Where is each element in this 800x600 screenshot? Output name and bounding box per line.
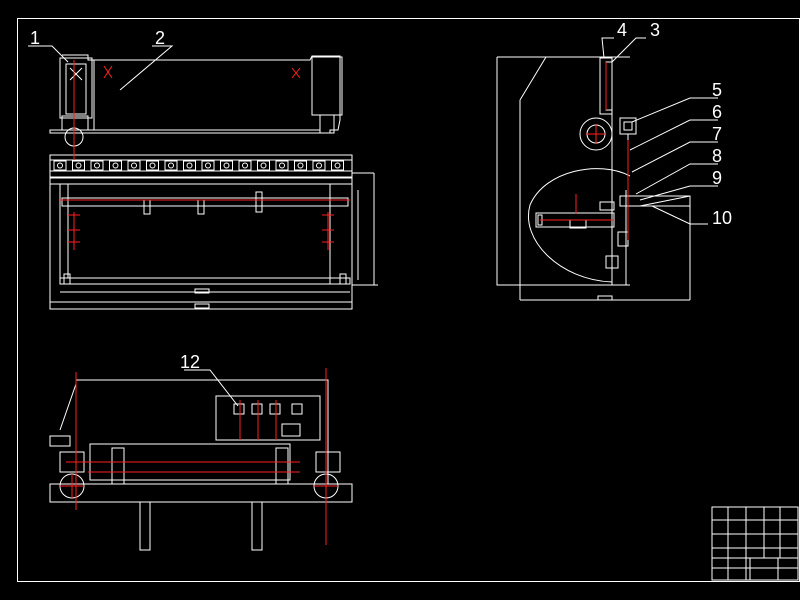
clamp-block <box>72 160 85 171</box>
clamp-bolt <box>75 162 82 169</box>
clamp-block <box>275 160 289 171</box>
clamp-block <box>294 160 307 171</box>
clamp-bolt <box>242 162 248 169</box>
callout-5: 5 <box>712 80 722 100</box>
plan-view <box>49 379 353 551</box>
clamp-bolt <box>94 162 100 169</box>
clamp-block <box>53 160 67 171</box>
clamp-bolt <box>260 162 267 169</box>
plan-view-centerlines <box>60 368 338 545</box>
front-view-centerlines <box>60 60 350 250</box>
front-view <box>49 54 378 310</box>
side-view-centerlines <box>540 62 629 240</box>
clamp-block <box>164 160 178 171</box>
callout-1: 1 <box>30 28 40 48</box>
clamp-bolt <box>149 162 156 169</box>
callout-4: 4 <box>617 20 627 40</box>
clamp-block <box>312 160 326 171</box>
clamp-row <box>53 160 344 171</box>
clamp-bolt <box>205 162 211 169</box>
callout-7: 7 <box>712 124 722 144</box>
clamp-block <box>146 160 159 171</box>
clamp-bolt <box>168 162 174 169</box>
callout-10: 10 <box>712 208 732 228</box>
clamp-bolt <box>112 162 119 169</box>
callout-9: 9 <box>712 168 722 188</box>
clamp-block <box>127 160 141 171</box>
clamp-bolt <box>186 162 193 169</box>
callout-3: 3 <box>650 20 660 40</box>
leader-lines <box>28 37 718 407</box>
clamp-block <box>257 160 270 171</box>
callout-8: 8 <box>712 146 722 166</box>
callout-12: 12 <box>180 352 200 372</box>
clamp-bolt <box>316 162 322 169</box>
callouts: 1 2 3 4 5 6 7 8 9 10 12 <box>30 20 732 372</box>
clamp-bolt <box>57 162 63 169</box>
callout-6: 6 <box>712 102 722 122</box>
clamp-block <box>238 160 252 171</box>
clamp-block <box>90 160 104 171</box>
clamp-bolt <box>279 162 285 169</box>
title-block <box>711 506 799 581</box>
clamp-block <box>109 160 122 171</box>
clamp-block <box>220 160 233 171</box>
clamp-block <box>331 160 344 171</box>
clamp-bolt <box>223 162 230 169</box>
clamp-bolt <box>334 162 341 169</box>
side-view <box>496 56 691 301</box>
clamp-bolt <box>297 162 304 169</box>
clamp-bolt <box>131 162 137 169</box>
callout-2: 2 <box>155 28 165 48</box>
clamp-block <box>201 160 215 171</box>
clamp-block <box>183 160 196 171</box>
